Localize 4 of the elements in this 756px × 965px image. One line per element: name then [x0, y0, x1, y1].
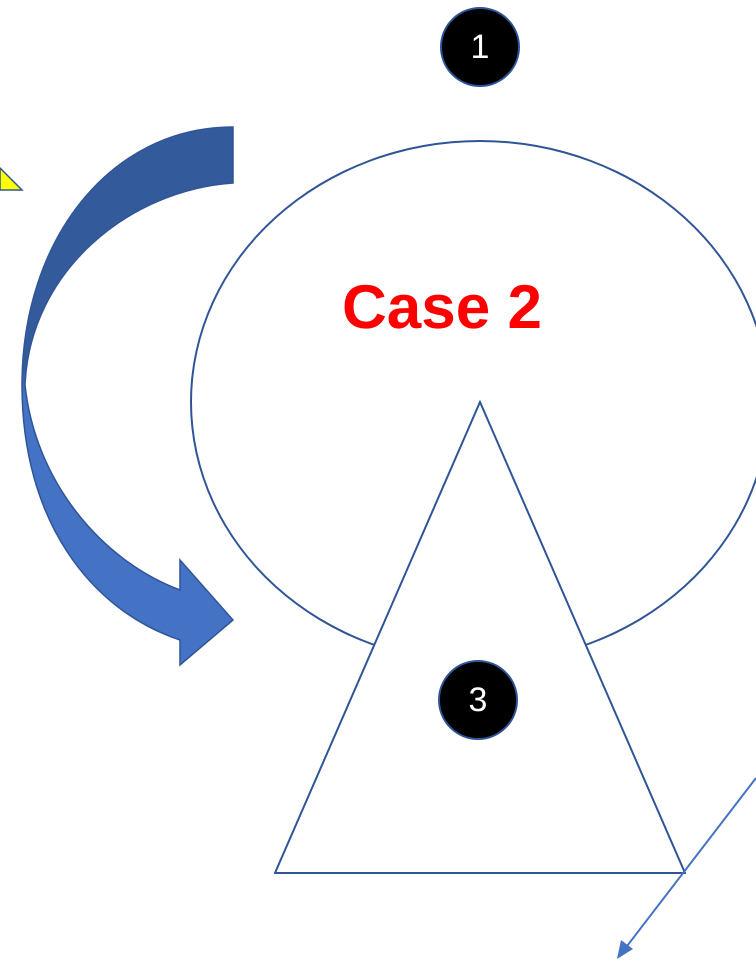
case-heading: Case 2 [342, 272, 542, 343]
curved-block-arrow [21, 126, 234, 666]
triangle-node [274, 400, 686, 875]
callout-number: 1 [440, 7, 520, 87]
